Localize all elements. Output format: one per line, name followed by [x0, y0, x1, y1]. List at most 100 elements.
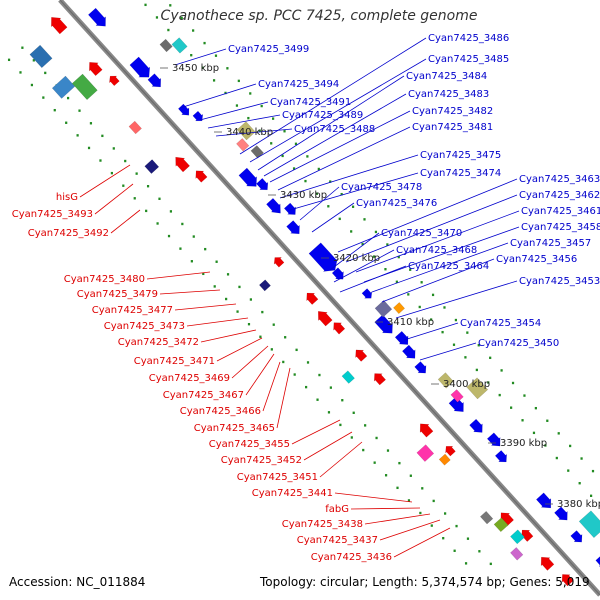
orf-block	[416, 444, 435, 462]
gc-dot	[464, 562, 468, 565]
gc-dot	[317, 167, 320, 171]
gc-dot	[475, 368, 478, 372]
forward-gene-arrow	[570, 530, 583, 543]
orf-block	[479, 510, 494, 525]
gc-dot	[87, 146, 91, 150]
gc-dot	[135, 172, 138, 175]
forward-gene-arrow	[238, 167, 257, 187]
forward-gene-arrow	[308, 242, 338, 272]
forward-label-connector	[403, 322, 459, 341]
gc-dot	[21, 46, 24, 49]
orf-block	[236, 121, 256, 141]
forward-label-connector	[299, 186, 340, 221]
reverse-gene-arrow	[419, 423, 434, 438]
forward-gene-label: Cyan7425_3475	[420, 150, 501, 161]
reverse-label-connector	[94, 183, 134, 215]
orf-block	[51, 75, 76, 99]
gc-dot	[66, 96, 70, 100]
gc-dot	[521, 419, 524, 422]
gc-dot	[396, 486, 399, 490]
forward-gene-arrow	[494, 450, 507, 463]
forward-gene-label: Cyan7425_3485	[428, 54, 509, 65]
reverse-label-connector	[174, 303, 237, 311]
orf-block	[258, 279, 271, 292]
gc-dot	[454, 318, 458, 322]
reverse-label-connector	[186, 317, 249, 327]
orf-block	[159, 38, 173, 53]
reverse-label-connector	[159, 289, 221, 295]
gc-dot	[589, 494, 593, 498]
forward-label-connector	[311, 202, 355, 233]
reverse-gene-arrow	[317, 311, 333, 327]
reverse-label-connector	[216, 337, 263, 362]
forward-label-connector	[339, 265, 407, 293]
forward-label-connector	[179, 83, 257, 109]
gc-dot	[329, 180, 332, 183]
reverse-gene-label: Cyan7425_3471	[134, 356, 215, 367]
gc-dot	[578, 482, 581, 485]
gc-dot	[42, 96, 45, 99]
reverse-gene-label: hisG	[56, 192, 78, 203]
gc-dot	[281, 154, 284, 158]
gc-dot	[145, 209, 148, 213]
gc-dot	[453, 549, 456, 552]
reverse-label-connector	[350, 507, 421, 510]
orf-block	[171, 37, 188, 54]
reverse-label-connector	[231, 345, 269, 379]
forward-gene-arrow	[361, 288, 373, 299]
forward-label-connector	[419, 342, 477, 361]
orf-block	[236, 138, 250, 152]
gc-dot	[78, 109, 81, 112]
gc-dot	[444, 512, 447, 515]
gc-dot	[534, 406, 537, 410]
reverse-label-connector	[276, 367, 291, 429]
orf-block	[374, 299, 393, 318]
orf-block	[510, 547, 524, 561]
orf-block	[510, 529, 525, 545]
gc-dot	[44, 71, 47, 75]
reverse-gene-label: Cyan7425_3436	[311, 552, 392, 563]
gc-dot	[327, 205, 330, 208]
forward-gene-arrow	[414, 361, 427, 374]
gc-dot	[110, 171, 113, 175]
gc-dot	[430, 524, 433, 527]
gc-dot	[372, 255, 376, 258]
gc-dot	[498, 393, 501, 397]
reverse-gene-label: Cyan7425_3452	[221, 455, 302, 466]
reverse-label-connector	[393, 527, 451, 558]
reverse-gene-arrow	[175, 156, 191, 173]
gc-dot	[89, 122, 93, 125]
gc-dot	[386, 449, 390, 452]
forward-label-connector	[363, 226, 520, 283]
gc-dot	[295, 348, 298, 352]
forward-gene-arrow	[286, 220, 300, 235]
gc-dot	[338, 217, 341, 221]
reverse-gene-arrow	[355, 349, 368, 362]
forward-gene-label: Cyan7425_3450	[478, 338, 559, 349]
gc-dot	[443, 306, 446, 309]
gc-dot	[418, 305, 421, 309]
gc-dot	[591, 469, 595, 473]
gc-dot	[409, 474, 412, 477]
gc-dot	[364, 424, 367, 427]
gc-dot	[167, 28, 170, 32]
reverse-gene-arrow	[109, 75, 120, 87]
gc-dot	[546, 419, 549, 422]
forward-gene-label: Cyan7425_3488	[294, 124, 375, 135]
kbp-label: 3390 kbp	[500, 438, 547, 449]
gc-dot	[190, 54, 193, 57]
forward-gene-label: Cyan7425_3491	[270, 97, 351, 108]
forward-gene-arrow	[595, 556, 600, 567]
gc-dot	[339, 423, 342, 427]
forward-gene-arrow	[394, 330, 409, 345]
gc-dot	[329, 386, 332, 389]
gc-dot	[226, 273, 230, 276]
forward-gene-arrow	[177, 103, 190, 116]
gc-dot	[419, 511, 422, 515]
gc-dot	[169, 210, 173, 213]
reverse-gene-arrow	[89, 62, 103, 77]
orf-block	[250, 145, 264, 159]
forward-gene-arrow	[554, 506, 568, 521]
gc-dot	[156, 222, 159, 225]
